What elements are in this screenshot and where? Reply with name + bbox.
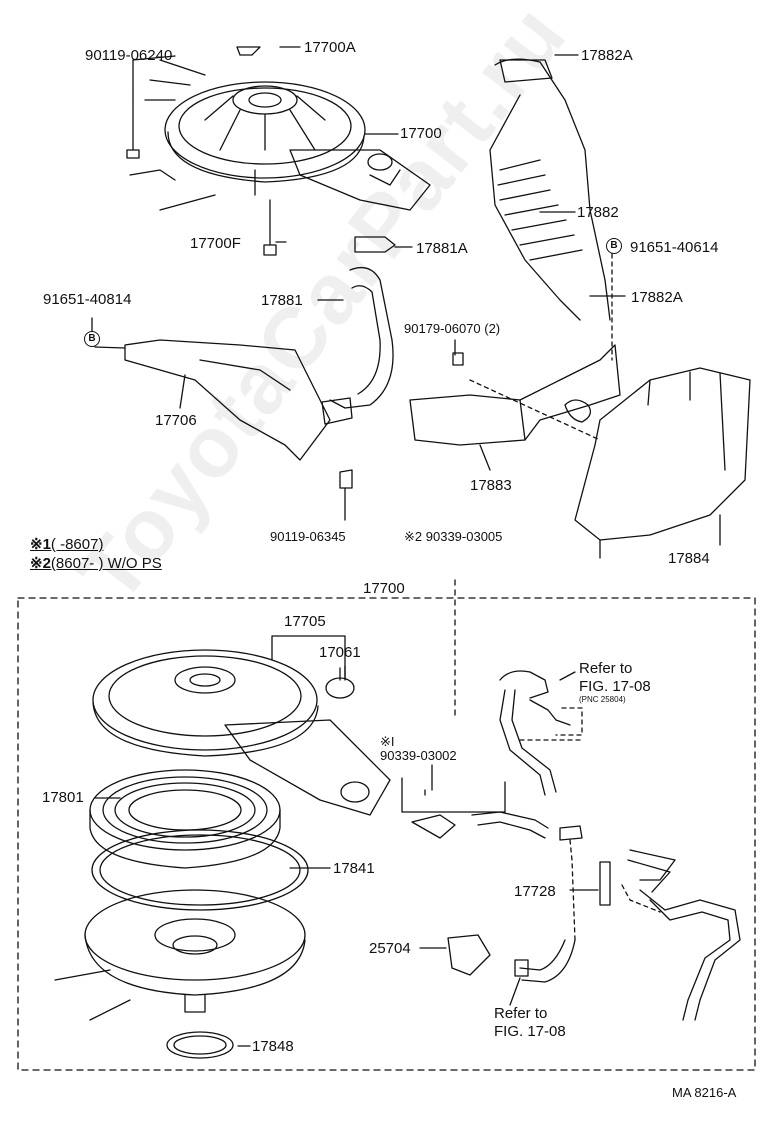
star2-mark: ※2 (404, 529, 423, 544)
resonator-17883 (409, 394, 526, 446)
label-17882A-mid: 17882A (631, 289, 683, 306)
dashed-box (17, 597, 756, 1071)
vacuum-system (401, 670, 741, 1021)
bolt-90119-06345 (339, 469, 353, 489)
clamp-17881A (354, 236, 396, 253)
label-90339-03005: 90339-03005 (425, 529, 503, 544)
bracket-17706 (124, 339, 331, 461)
label-17848: 17848 (252, 1038, 294, 1055)
label-91651-40814: 91651-40814 (43, 291, 132, 308)
note2-text: (8607- ) W/O PS (50, 555, 162, 572)
ref1-line3: (PNC 25804) (579, 695, 626, 704)
hose-17881 (329, 266, 394, 409)
label-17706: 17706 (155, 412, 197, 429)
label-90179-06070: 90179-06070 (2) (404, 321, 501, 336)
figure-code: MA 8216-A (672, 1085, 737, 1100)
bolt-b-marker-left: B (84, 331, 100, 347)
ref1-line2: FIG. 17-08 (579, 678, 651, 695)
tube-17882 (494, 58, 611, 321)
label-17882: 17882 (577, 204, 619, 221)
note-line1: ※1( -8607) (30, 537, 103, 553)
bolt-b-marker-right: B (606, 238, 622, 254)
note2-mark: ※2 (30, 555, 51, 572)
label-90119-06345: 90119-06345 (270, 529, 346, 544)
label-17841: 17841 (333, 860, 375, 877)
label-90119-06240: 90119-06240 (85, 47, 173, 64)
label-90339-03002: 90339-03002 (380, 748, 457, 763)
air-cleaner-assembly-top (129, 59, 431, 211)
label-17700: 17700 (400, 125, 442, 142)
cover-17884 (574, 367, 751, 541)
label-17881A: 17881A (416, 240, 468, 257)
bolt-90119-06240 (126, 95, 140, 159)
label-17700F: 17700F (190, 235, 241, 252)
note-star2-prefix: ※2 90339-03005 (404, 530, 502, 544)
note-star1-prefix: ※I (380, 734, 395, 749)
label-17801: 17801 (42, 789, 84, 806)
label-17700A: 17700A (304, 39, 356, 56)
label-17700-box: 17700 (363, 580, 405, 597)
label-25704: 25704 (369, 940, 411, 957)
label-17884: 17884 (668, 550, 710, 567)
note1-text: ( -8607) (50, 536, 104, 553)
label-17882A-top: 17882A (581, 47, 633, 64)
label-91651-40614: 91651-40614 (630, 239, 719, 256)
air-cleaner-lower (54, 649, 391, 1059)
ref1-line1: Refer to (579, 660, 633, 677)
label-17883: 17883 (470, 477, 512, 494)
label-17881: 17881 (261, 292, 303, 309)
ref2-line1: Refer to (494, 1005, 548, 1022)
clip-17700A (236, 46, 261, 56)
label-17705: 17705 (284, 613, 326, 630)
note-line2: ※2(8607- ) W/O PS (30, 556, 162, 572)
nut-90179-06070 (452, 352, 464, 366)
bolt-17700F (263, 199, 277, 256)
label-17061: 17061 (319, 644, 361, 661)
label-17728: 17728 (514, 883, 556, 900)
note1-mark: ※1 (30, 536, 51, 553)
ref2-line2: FIG. 17-08 (494, 1023, 566, 1040)
